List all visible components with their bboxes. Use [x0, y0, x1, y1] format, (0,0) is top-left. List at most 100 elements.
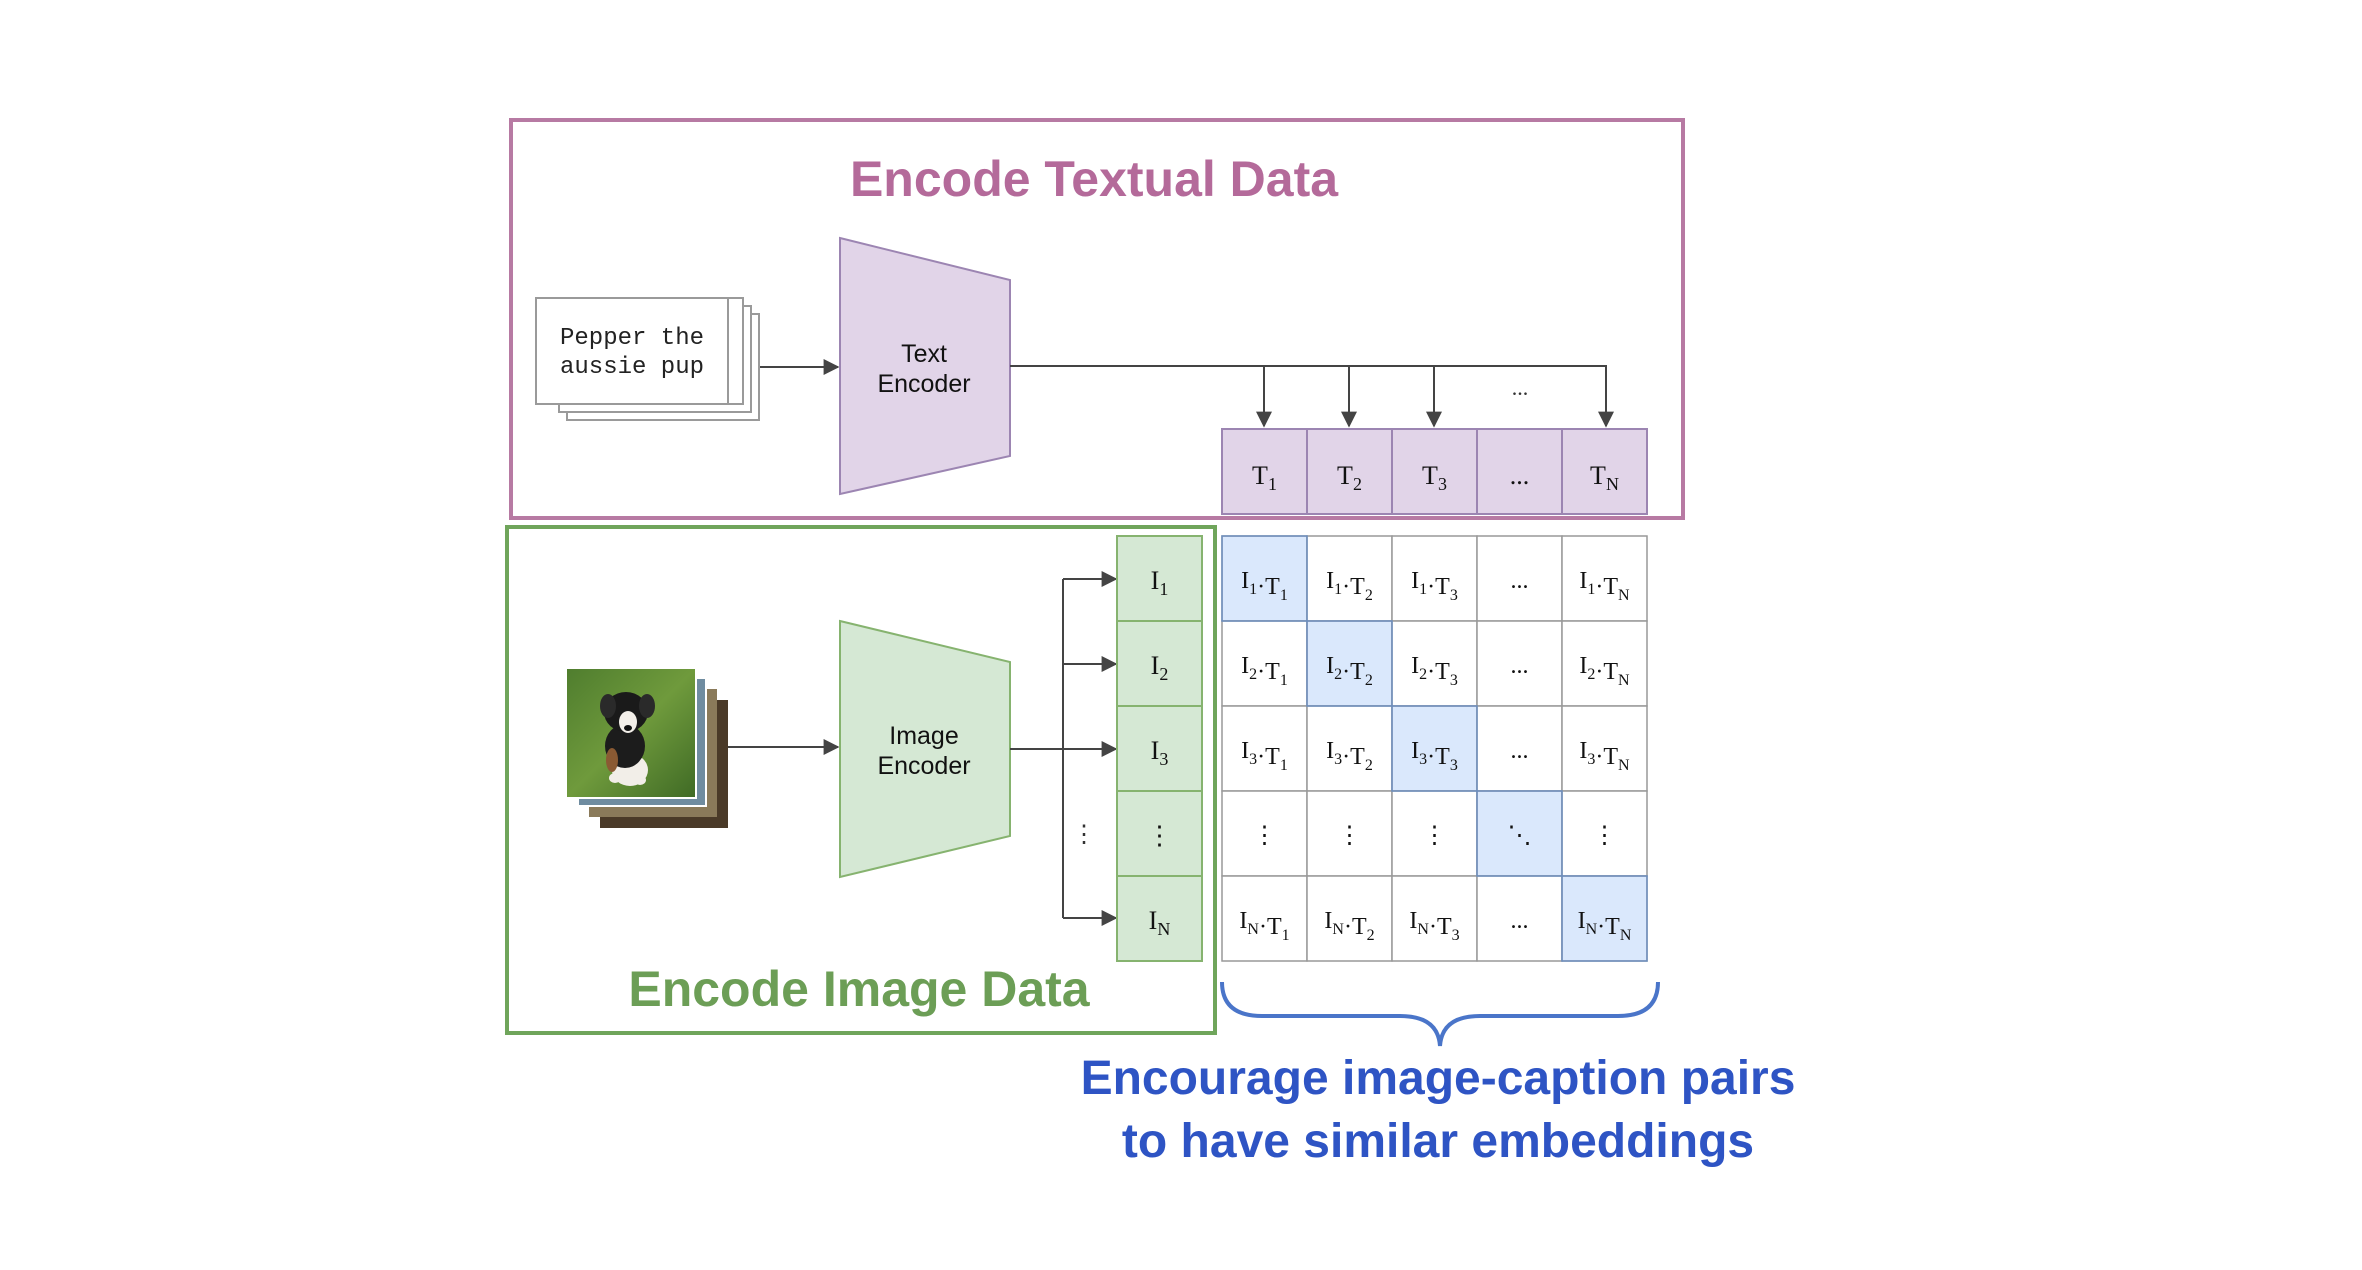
matrix-cell-label: ...	[1511, 568, 1529, 594]
matrix-cell-diagonal: I2·T2	[1306, 620, 1393, 707]
matrix-cell: I3·T1	[1221, 705, 1308, 792]
matrix-cell-diagonal: I1·T1	[1221, 535, 1308, 622]
matrix-cell: I1·T3	[1391, 535, 1478, 622]
caption-line-2: aussie pup	[560, 354, 704, 381]
image-embedding-label: IN	[1149, 906, 1171, 939]
matrix-cell: IN·T2	[1306, 875, 1393, 962]
image-encoder-label-2: Encoder	[877, 752, 970, 780]
matrix-cell-label: I2·TN	[1579, 653, 1630, 689]
image-fanout-arrows	[1010, 571, 1118, 926]
matrix-cell-label: ⋮	[1253, 823, 1277, 849]
matrix-cell-label: ...	[1511, 653, 1529, 679]
matrix-cell-label: IN·T3	[1409, 908, 1459, 944]
image-encoder-block	[839, 619, 1011, 879]
text-embedding-label: T1	[1252, 461, 1277, 494]
text-embedding-cell: T2	[1306, 428, 1393, 515]
text-embedding-row: T1 T2 T3... TN	[1221, 428, 1648, 515]
matrix-cell-label: ⋮	[1338, 823, 1362, 849]
diagonal-cell-outline	[1476, 790, 1563, 877]
matrix-cell: ...	[1476, 535, 1563, 622]
matrix-cell-label: IN·T2	[1324, 908, 1374, 944]
matrix-cell-label: I2·T1	[1241, 653, 1288, 689]
matrix-cell-diagonal: ⋱	[1476, 790, 1563, 877]
caption-card-stack	[535, 297, 760, 421]
image-panel-title: Encode Image Data	[628, 961, 1090, 1017]
matrix-cell: I2·TN	[1561, 620, 1648, 707]
image-embedding-label: I1	[1151, 566, 1169, 599]
matrix-cell: ...	[1476, 620, 1563, 707]
text-embedding-cell: TN	[1561, 428, 1648, 515]
matrix-cell: I1·T2	[1306, 535, 1393, 622]
diagonal-cell-outline	[1306, 620, 1393, 707]
matrix-cell-label: IN·TN	[1578, 908, 1632, 944]
text-panel-title: Encode Textual Data	[850, 151, 1339, 207]
matrix-cell: IN·T1	[1221, 875, 1308, 962]
text-fanout-arrows	[1010, 365, 1614, 428]
image-embedding-cell: I2	[1116, 620, 1203, 707]
fanout-ellipsis: ...	[1512, 375, 1529, 400]
image-embedding-label: I2	[1151, 651, 1169, 684]
matrix-cell-label: I2·T2	[1326, 653, 1373, 689]
matrix-cell: ...	[1476, 875, 1563, 962]
diagonal-cell-outline	[1221, 535, 1308, 622]
matrix-cell: I3·T2	[1306, 705, 1393, 792]
caption-line-1: Pepper the	[560, 325, 704, 352]
image-embedding-label: I3	[1151, 736, 1169, 769]
matrix-cell-diagonal: I3·T3	[1391, 705, 1478, 792]
matrix-cell: ⋮	[1306, 790, 1393, 877]
matrix-cell: ⋮	[1561, 790, 1648, 877]
matrix-cell-label: I1·TN	[1579, 568, 1630, 604]
matrix-cell-label: I3·TN	[1579, 738, 1630, 774]
text-panel-border	[509, 118, 1685, 520]
matrix-cell-label: I3·T1	[1241, 738, 1288, 774]
image-panel-border	[505, 525, 1217, 1035]
text-embedding-cell: ...	[1476, 428, 1563, 515]
matrix-cell-label: IN·T1	[1239, 908, 1289, 944]
diagonal-cell-outline	[1561, 875, 1648, 962]
image-embedding-cell: I1	[1116, 535, 1203, 622]
matrix-cell: IN·T3	[1391, 875, 1478, 962]
bottom-caption-line-1: Encourage image-caption pairs	[1081, 1052, 1796, 1105]
matrix-cell: I1·TN	[1561, 535, 1648, 622]
text-encoder-label-1: Text	[901, 340, 947, 368]
text-embedding-cell: T3	[1391, 428, 1478, 515]
matrix-cell-label: I1·T3	[1411, 568, 1458, 604]
matrix-cell-label: ...	[1511, 738, 1529, 764]
fanout-vdots: ⋮	[1072, 822, 1096, 848]
similarity-matrix: I1·T1 I1·T2 I1·T3... I1·TN I2·T1 I2·T2 I2·T3..…	[1221, 535, 1648, 962]
text-embedding-label: TN	[1590, 461, 1619, 494]
matrix-cell-diagonal: IN·TN	[1561, 875, 1648, 962]
text-embedding-label: T3	[1422, 461, 1447, 494]
matrix-cell: ⋮	[1391, 790, 1478, 877]
image-encoder-label-1: Image	[889, 722, 958, 750]
matrix-cell: ...	[1476, 705, 1563, 792]
matrix-brace	[1220, 981, 1660, 1047]
text-encoder-label-2: Encoder	[877, 370, 970, 398]
matrix-cell-label: ⋮	[1593, 823, 1617, 849]
matrix-cell: ⋮	[1221, 790, 1308, 877]
image-embedding-label: ⋮	[1147, 821, 1173, 850]
text-encoder-block	[839, 236, 1011, 496]
bottom-caption-line-2: to have similar embeddings	[1122, 1115, 1754, 1168]
matrix-cell-label: ...	[1511, 908, 1529, 934]
matrix-cell-label: ⋮	[1423, 823, 1447, 849]
matrix-cell: I2·T1	[1221, 620, 1308, 707]
matrix-cell: I2·T3	[1391, 620, 1478, 707]
matrix-cell-label: I2·T3	[1411, 653, 1458, 689]
matrix-cell: I3·TN	[1561, 705, 1648, 792]
text-embedding-label: T2	[1337, 461, 1362, 494]
text-embedding-cell: T1	[1221, 428, 1308, 515]
matrix-cell-label: I1·T2	[1326, 568, 1373, 604]
text-embedding-label: ...	[1510, 461, 1530, 490]
matrix-cell-label: I3·T2	[1326, 738, 1373, 774]
matrix-cell-label: I1·T1	[1241, 568, 1288, 604]
matrix-cell-label: ⋱	[1508, 823, 1532, 849]
matrix-cell-label: I3·T3	[1411, 738, 1458, 774]
puppy-photo-stack	[565, 667, 728, 828]
image-embedding-cell: ⋮	[1116, 790, 1203, 877]
image-embedding-cell: I3	[1116, 705, 1203, 792]
image-embedding-cell: IN	[1116, 875, 1203, 962]
diagonal-cell-outline	[1391, 705, 1478, 792]
